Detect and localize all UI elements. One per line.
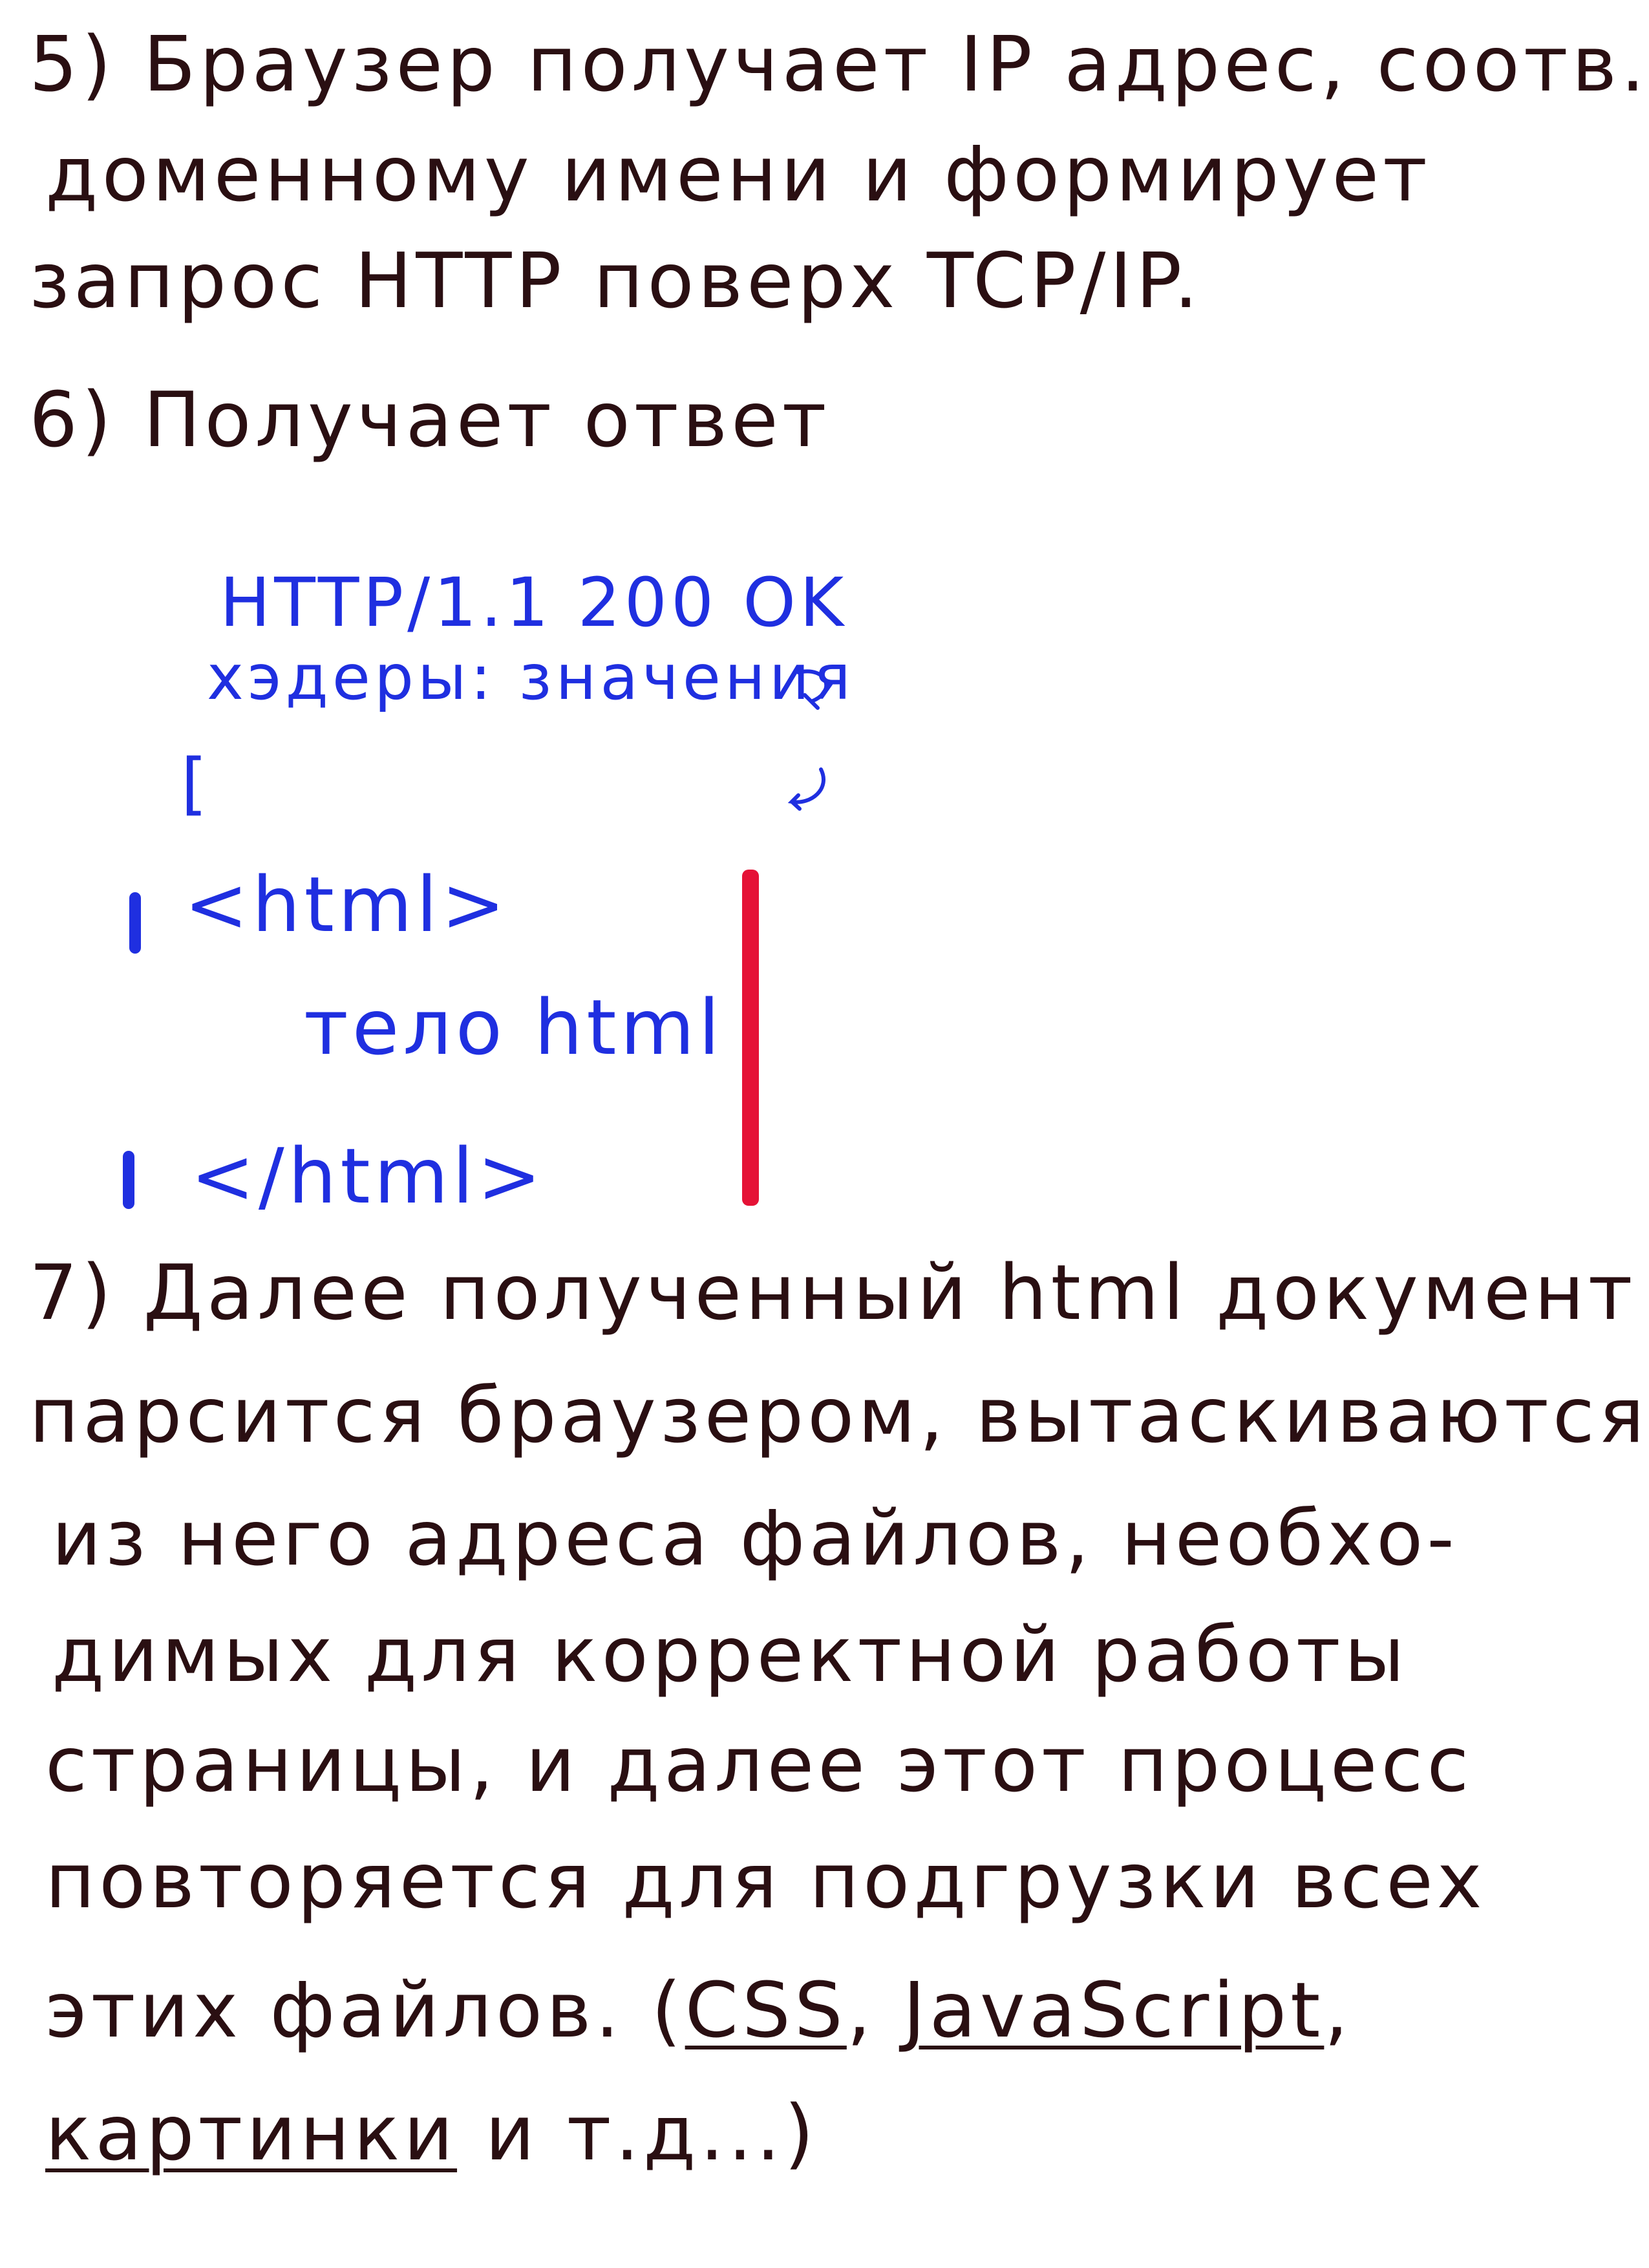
response-headers-line: хэдеры: значения: [207, 641, 855, 714]
step7-line1: 7) Далее полученный html документ: [29, 1248, 1637, 1337]
step7-line5: страницы, и далее этот процесс: [45, 1720, 1473, 1809]
javascript-underlined: JavaScript: [902, 1965, 1325, 2055]
step5-line3: запрос HTTP поверх TCP/IP.: [29, 236, 1202, 325]
step7-line6: повторяется для подгрузки всех: [45, 1836, 1486, 1925]
step7-line7-prefix: этих файлов. (: [45, 1965, 685, 2055]
step7-line8-suffix: и т.д...): [457, 2088, 818, 2177]
step7-line8: картинки и т.д...): [45, 2095, 818, 2171]
step7-comma-2: ,: [1324, 1965, 1352, 2055]
step6-line1: 6) Получает ответ: [29, 375, 831, 464]
response-html-close: </html>: [191, 1131, 546, 1221]
response-html-open: <html>: [184, 860, 509, 949]
step5-line2: доменному имени и формирует: [45, 129, 1431, 219]
handwritten-note-page: 5) Браузер получает IP адрес, соотв. дом…: [29, 26, 1645, 2171]
step7-line7: этих файлов. (CSS, JavaScript,: [45, 1972, 1352, 2048]
response-body-text: тело html: [304, 983, 724, 1072]
html-open-marker: [129, 892, 141, 954]
response-bracket: [: [181, 744, 211, 823]
step7-comma-1: ,: [846, 1965, 903, 2055]
pictures-underlined: картинки: [45, 2088, 458, 2177]
response-status-line: HTTP/1.1 200 OK: [220, 563, 848, 642]
step7-line3: из него адреса файлов, необхо-: [52, 1493, 1458, 1583]
line-break-arrow-icon: [796, 669, 829, 710]
step5-line1: 5) Браузер получает IP адрес, соотв.: [29, 19, 1649, 109]
html-close-marker: [123, 1151, 134, 1209]
line-break-arrow-icon: [787, 767, 825, 811]
css-underlined: CSS: [685, 1965, 847, 2055]
step7-line2: парсится браузером, вытаскиваются: [29, 1371, 1648, 1460]
red-marker-stroke: [742, 870, 759, 1206]
step7-line4: димых для корректной работы: [52, 1610, 1409, 1699]
